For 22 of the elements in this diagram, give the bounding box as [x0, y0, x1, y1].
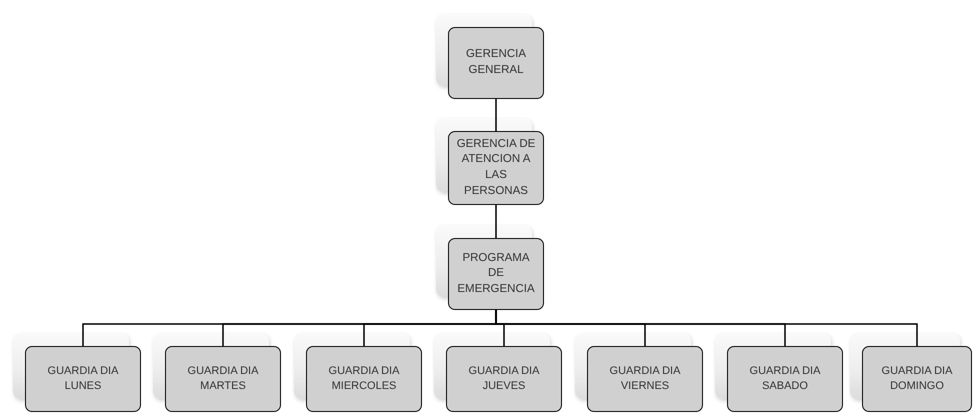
- connector-line: [495, 205, 497, 238]
- org-box: [448, 27, 544, 99]
- box-label: PROGRAMA DE EMERGENCIA: [456, 250, 536, 297]
- org-box: [587, 346, 703, 412]
- box-label: GUARDIA DIA LUNES: [46, 364, 120, 394]
- org-box: [165, 346, 281, 412]
- org-box: [727, 346, 843, 412]
- box-label: GUARDIA DIA SABADO: [748, 364, 822, 394]
- org-box: [25, 346, 141, 412]
- box-label: GUARDIA DIA DOMINGO: [880, 364, 954, 394]
- box-label: GUARDIA DIA MIERCOLES: [328, 364, 400, 394]
- org-box: [448, 131, 544, 205]
- connector-line: [495, 99, 497, 131]
- box-label: GERENCIA GENERAL: [464, 47, 528, 78]
- org-box: [448, 238, 544, 310]
- box-label: GERENCIA DE ATENCION A LAS PERSONAS: [456, 136, 536, 199]
- box-label: GUARDIA DIA MARTES: [186, 364, 260, 394]
- box-label: GUARDIA DIA JUEVES: [468, 364, 540, 394]
- org-box: [306, 346, 422, 412]
- org-box: [446, 346, 562, 412]
- box-label: GUARDIA DIA VIERNES: [608, 364, 682, 394]
- org-box: [862, 346, 972, 412]
